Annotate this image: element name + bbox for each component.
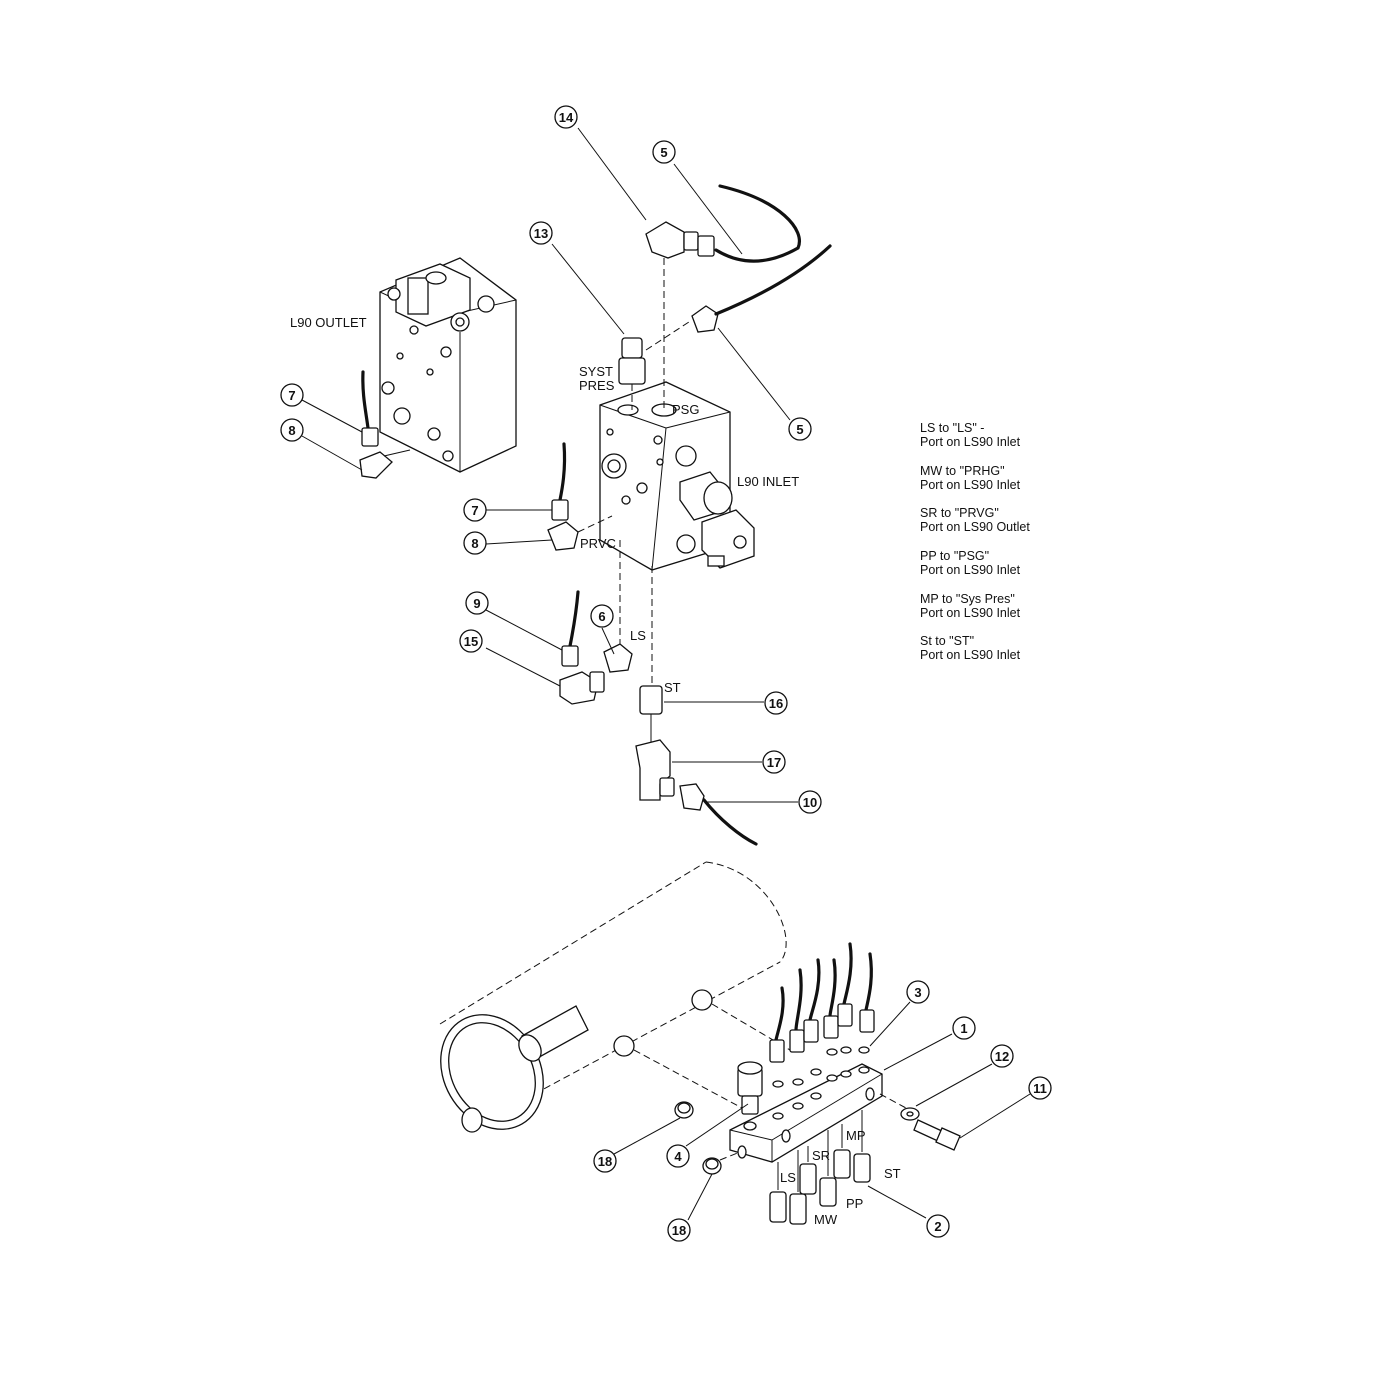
callout-6: 6 bbox=[590, 604, 614, 628]
port-connection-notes: LS to "LS" - Port on LS90 Inlet MW to "P… bbox=[920, 421, 1030, 662]
reservoir-tank bbox=[439, 861, 791, 1133]
callout-8-outlet: 8 bbox=[280, 418, 304, 442]
plugs-18 bbox=[674, 1101, 741, 1175]
note-5-line-1: MP to "Sys Pres" bbox=[920, 592, 1015, 606]
inlet-prvc-fittings: PRVC bbox=[547, 442, 616, 551]
bolt-and-washer bbox=[879, 1093, 961, 1151]
svg-text:3: 3 bbox=[914, 985, 921, 1000]
svg-text:14: 14 bbox=[559, 110, 574, 125]
svg-text:13: 13 bbox=[534, 226, 548, 241]
svg-text:18: 18 bbox=[598, 1154, 612, 1169]
hose-5-right bbox=[645, 244, 832, 351]
l90-inlet-block: L90 INLET PSG SYST PRES bbox=[579, 364, 799, 571]
note-2-line-2: Port on LS90 Inlet bbox=[920, 478, 1021, 492]
note-5-line-2: Port on LS90 Inlet bbox=[920, 606, 1021, 620]
outlet-fittings bbox=[359, 370, 411, 479]
ls-upper-label: LS bbox=[630, 628, 646, 643]
svg-text:15: 15 bbox=[464, 634, 478, 649]
note-1-line-1: LS to "LS" - bbox=[920, 421, 984, 435]
svg-text:10: 10 bbox=[803, 795, 817, 810]
manifold-block bbox=[729, 1063, 883, 1163]
mw-label: MW bbox=[814, 1212, 838, 1227]
ls-fittings: LS bbox=[559, 540, 653, 705]
l90-outlet-label: L90 OUTLET bbox=[290, 315, 367, 330]
l90-outlet-block: L90 OUTLET bbox=[290, 257, 517, 473]
manifold-upper-fittings bbox=[769, 942, 875, 1120]
note-2-line-1: MW to "PRHG" bbox=[920, 464, 1005, 478]
svg-text:9: 9 bbox=[473, 596, 480, 611]
note-6-line-2: Port on LS90 Inlet bbox=[920, 648, 1021, 662]
callout-leaders bbox=[301, 127, 1031, 1221]
ls-lower-label: LS bbox=[780, 1170, 796, 1185]
st-lower-label: ST bbox=[884, 1166, 901, 1181]
syst-label: SYST bbox=[579, 364, 613, 379]
callout-10: 10 bbox=[798, 790, 822, 814]
callout-14: 14 bbox=[554, 105, 578, 129]
svg-text:5: 5 bbox=[660, 145, 667, 160]
l90-inlet-label: L90 INLET bbox=[737, 474, 799, 489]
svg-text:6: 6 bbox=[598, 609, 605, 624]
svg-text:7: 7 bbox=[471, 503, 478, 518]
svg-text:1: 1 bbox=[960, 1021, 967, 1036]
svg-text:12: 12 bbox=[995, 1049, 1009, 1064]
note-3-line-1: SR to "PRVG" bbox=[920, 506, 999, 520]
callout-15: 15 bbox=[459, 629, 483, 653]
callout-2: 2 bbox=[926, 1214, 950, 1238]
note-1-line-2: Port on LS90 Inlet bbox=[920, 435, 1021, 449]
svg-text:17: 17 bbox=[767, 755, 781, 770]
svg-text:7: 7 bbox=[288, 388, 295, 403]
prvc-label: PRVC bbox=[580, 536, 616, 551]
note-3-line-2: Port on LS90 Outlet bbox=[920, 520, 1030, 534]
elbow-14-and-hose bbox=[645, 184, 801, 410]
callout-3: 3 bbox=[906, 980, 930, 1004]
pp-label: PP bbox=[846, 1196, 863, 1211]
callout-8-inlet: 8 bbox=[463, 531, 487, 555]
psg-label: PSG bbox=[672, 402, 699, 417]
callout-4: 4 bbox=[666, 1144, 690, 1168]
mp-label: MP bbox=[846, 1128, 866, 1143]
fitting-13 bbox=[618, 337, 646, 410]
manifold-lower-fittings: LS SR MP ST PP MW bbox=[769, 1110, 901, 1227]
note-6-line-1: St to "ST" bbox=[920, 634, 974, 648]
svg-text:4: 4 bbox=[674, 1149, 682, 1164]
callout-17: 17 bbox=[762, 750, 786, 774]
callout-18-lower: 18 bbox=[667, 1218, 691, 1242]
callout-7-outlet: 7 bbox=[280, 383, 304, 407]
callout-12: 12 bbox=[990, 1044, 1014, 1068]
sr-label: SR bbox=[812, 1148, 830, 1163]
callout-7-inlet: 7 bbox=[463, 498, 487, 522]
callout-9: 9 bbox=[465, 591, 489, 615]
svg-text:8: 8 bbox=[471, 536, 478, 551]
callout-16: 16 bbox=[764, 691, 788, 715]
gauge-fitting-4 bbox=[737, 1061, 763, 1115]
svg-text:8: 8 bbox=[288, 423, 295, 438]
callout-1: 1 bbox=[952, 1016, 976, 1040]
callout-13: 13 bbox=[529, 221, 553, 245]
callout-11: 11 bbox=[1028, 1076, 1052, 1100]
note-4-line-2: Port on LS90 Inlet bbox=[920, 563, 1021, 577]
svg-text:11: 11 bbox=[1033, 1081, 1047, 1096]
callout-5-top: 5 bbox=[652, 140, 676, 164]
st-tee-assembly: ST bbox=[635, 680, 758, 846]
svg-text:5: 5 bbox=[796, 422, 803, 437]
svg-text:2: 2 bbox=[934, 1219, 941, 1234]
callout-5-right: 5 bbox=[788, 417, 812, 441]
note-4-line-1: PP to "PSG" bbox=[920, 549, 989, 563]
svg-text:18: 18 bbox=[672, 1223, 686, 1238]
pres-label: PRES bbox=[579, 378, 615, 393]
o-rings-upper bbox=[772, 1046, 870, 1120]
svg-text:16: 16 bbox=[769, 696, 783, 711]
st-upper-label: ST bbox=[664, 680, 681, 695]
callout-18-upper: 18 bbox=[593, 1149, 617, 1173]
